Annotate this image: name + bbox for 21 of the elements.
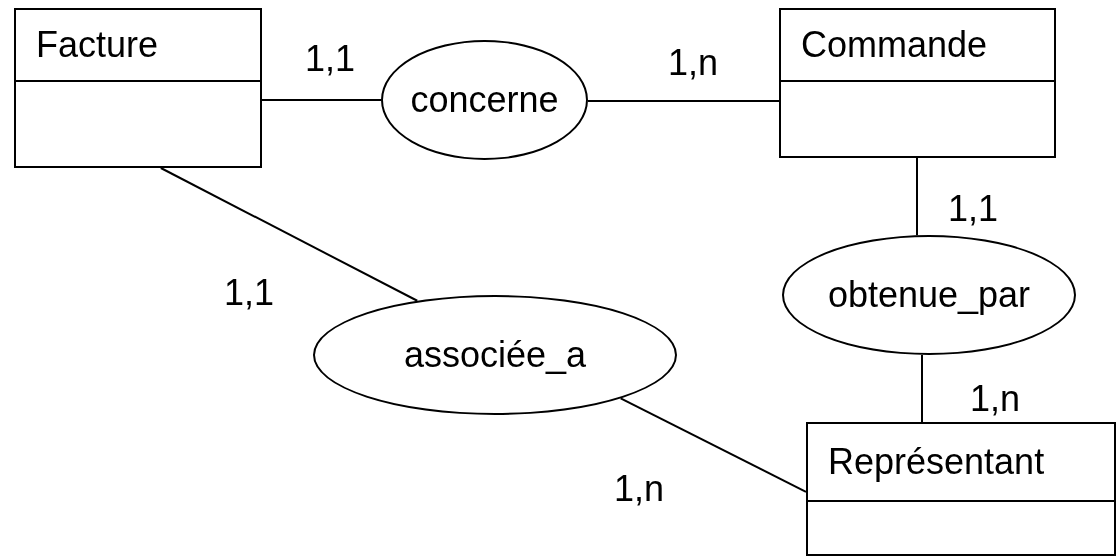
- entity-box: [14, 8, 262, 168]
- connector-line: [587, 100, 780, 102]
- connector-line: [261, 99, 382, 101]
- entity-name: Facture: [36, 24, 159, 66]
- cardinality-label: 1,1: [305, 38, 356, 80]
- connector-line: [159, 167, 419, 302]
- connector-line: [921, 353, 923, 423]
- relationship-name: obtenue_par: [827, 274, 1031, 316]
- relationship-name: concerne: [410, 79, 559, 121]
- cardinality-label: 1,n: [614, 468, 665, 510]
- connector-line: [619, 397, 807, 493]
- cardinality-label: 1,1: [224, 272, 275, 314]
- relationship-name: associée_a: [403, 334, 587, 376]
- entity-box: [779, 8, 1056, 158]
- entity-name: Commande: [801, 24, 988, 66]
- cardinality-label: 1,n: [668, 42, 719, 84]
- entity-name: Représentant: [828, 441, 1045, 483]
- entity-box: [806, 422, 1116, 556]
- connector-line: [916, 157, 918, 237]
- cardinality-label: 1,n: [970, 378, 1021, 420]
- cardinality-label: 1,1: [948, 188, 999, 230]
